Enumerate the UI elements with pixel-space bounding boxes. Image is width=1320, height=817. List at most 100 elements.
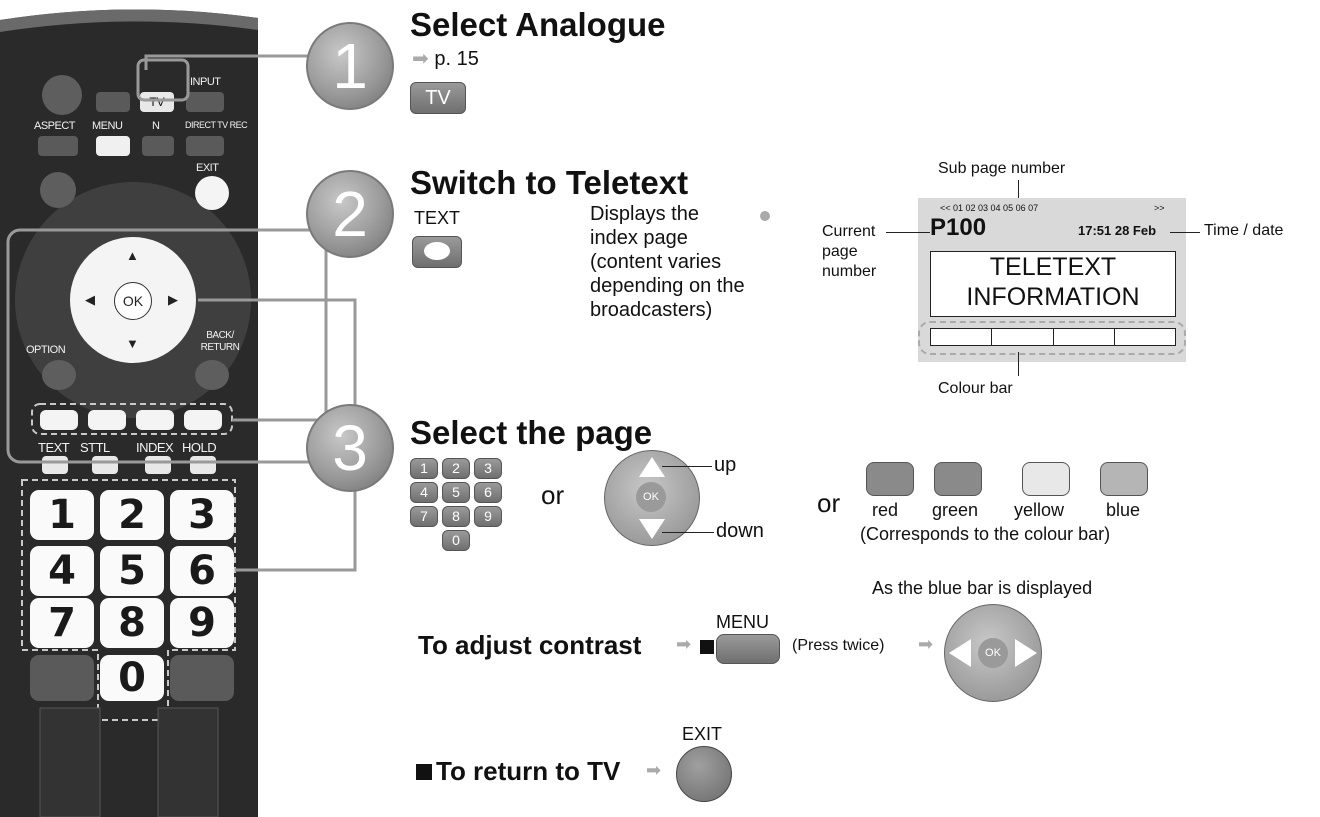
direct-tv-rec-label: DIRECT TV REC	[185, 120, 248, 130]
step-3-circle: 3	[306, 404, 394, 492]
sub-pages: << 01 02 03 04 05 06 07	[940, 203, 1039, 213]
red-button[interactable]	[40, 410, 78, 430]
keypad-1: 1	[410, 458, 438, 479]
number-key-8[interactable]: 8	[100, 598, 164, 648]
current-page-pointer	[886, 232, 930, 233]
teletext-info-box: TELETEXT INFORMATION	[930, 251, 1176, 317]
keypad-8: 8	[442, 506, 470, 527]
blue-button[interactable]	[184, 410, 222, 430]
exit-button[interactable]	[195, 176, 229, 210]
number-key-2[interactable]: 2	[100, 490, 164, 540]
colour-bar	[930, 328, 1176, 346]
desc-line-5: broadcasters)	[590, 299, 713, 321]
keypad-7: 7	[410, 506, 438, 527]
return-label: To return to TV	[436, 756, 621, 786]
aspect-label: ASPECT	[34, 120, 76, 132]
up-down-navigation-icon: OK	[604, 450, 700, 546]
text-key-icon	[412, 236, 462, 268]
direct-tv-rec-button[interactable]	[186, 136, 224, 156]
up-arrow-icon: ▲	[126, 248, 139, 263]
current-label-line-2: page	[822, 243, 858, 260]
keypad-2: 2	[442, 458, 470, 479]
exit-key-label: EXIT	[682, 724, 723, 744]
info-line-1: TELETEXT	[989, 253, 1117, 281]
step-3-title: Select the page	[410, 414, 653, 451]
keypad-9: 9	[474, 506, 502, 527]
yellow-key-icon	[1022, 462, 1070, 496]
power-button[interactable]	[42, 75, 82, 115]
text-key-label: TEXT	[414, 208, 461, 228]
number-key-3[interactable]: 3	[170, 490, 234, 540]
info-line-2: INFORMATION	[966, 283, 1140, 311]
down-label: down	[716, 520, 764, 542]
green-key-icon	[934, 462, 982, 496]
left-highlight-icon	[949, 639, 971, 667]
time-date-pointer	[1170, 232, 1200, 233]
option-button[interactable]	[42, 360, 76, 390]
text-label: TEXT	[38, 440, 70, 455]
keypad-5: 5	[442, 482, 470, 503]
green-label: green	[932, 500, 979, 520]
left-arrow-icon: ◀	[85, 292, 95, 307]
step-1-circle: 1	[306, 22, 394, 110]
hold-label: HOLD	[182, 440, 217, 455]
exit-label: EXIT	[196, 162, 219, 174]
number-key-4[interactable]: 4	[30, 546, 94, 596]
up-pointer	[662, 466, 712, 467]
press-twice-text: (Press twice)	[792, 637, 885, 654]
contrast-arrow-icon-2: ➡	[918, 634, 934, 654]
step-1-title: Select Analogue	[410, 6, 666, 43]
step-2-description: Displays the index page (content varies …	[590, 202, 745, 322]
blank-right-key[interactable]	[170, 655, 234, 701]
ok-center-2: OK	[978, 638, 1008, 668]
blank-left-key[interactable]	[30, 655, 94, 701]
number-key-5[interactable]: 5	[100, 546, 164, 596]
keypad-0: 0	[442, 530, 470, 551]
blank-button[interactable]	[96, 92, 130, 112]
desc-line-3: (content varies	[590, 251, 722, 273]
desc-line-1: Displays the	[590, 203, 699, 225]
back-return-button[interactable]	[195, 360, 229, 390]
down-pointer	[662, 532, 714, 533]
or-text-1: or	[541, 480, 565, 510]
remote-control: TV INPUT ASPECT MENU N DIRECT TV REC EXI…	[0, 0, 260, 817]
up-label: up	[714, 454, 737, 476]
step-2-circle: 2	[306, 170, 394, 258]
n-button[interactable]	[142, 136, 174, 156]
keypad-6: 6	[474, 482, 502, 503]
right-arrow-icon: ▶	[168, 292, 178, 307]
sub-page-number-label: Sub page number	[938, 160, 1066, 177]
number-key-0[interactable]: 0	[100, 655, 164, 701]
number-key-9[interactable]: 9	[170, 598, 234, 648]
index-label: INDEX	[136, 440, 174, 455]
tv-key-icon: TV	[410, 82, 466, 114]
number-key-1[interactable]: 1	[30, 490, 94, 540]
colour-bar-outline	[918, 321, 1186, 355]
sttl-label: STTL	[80, 440, 110, 455]
back-return-label: BACK/ RETURN	[200, 330, 240, 353]
menu-label: MENU	[92, 120, 123, 132]
desc-line-2: index page	[590, 227, 688, 249]
aspect-button[interactable]	[38, 136, 78, 156]
exit-key-icon	[676, 746, 732, 802]
green-button[interactable]	[88, 410, 126, 430]
square-bullet-icon-2	[416, 764, 432, 780]
option-label: OPTION	[26, 344, 66, 356]
time-date-label: Time / date	[1204, 222, 1284, 239]
colour-bar-pointer	[1018, 352, 1019, 376]
number-key-6[interactable]: 6	[170, 546, 234, 596]
ok-button[interactable]: OK	[114, 282, 152, 320]
yellow-button[interactable]	[136, 410, 174, 430]
current-label-line-3: number	[822, 263, 877, 280]
return-arrow-icon: ➡	[646, 760, 662, 780]
number-key-7[interactable]: 7	[30, 598, 94, 648]
page-reference-text: p. 15	[434, 48, 479, 70]
page-reference: ➡ p. 15	[412, 46, 479, 71]
page-number: P100	[930, 214, 987, 241]
menu-button[interactable]	[96, 136, 130, 156]
down-arrow-icon: ▼	[126, 336, 139, 351]
blue-label: blue	[1106, 500, 1141, 520]
blank-round-button[interactable]	[40, 172, 76, 208]
input-button[interactable]	[186, 92, 224, 112]
